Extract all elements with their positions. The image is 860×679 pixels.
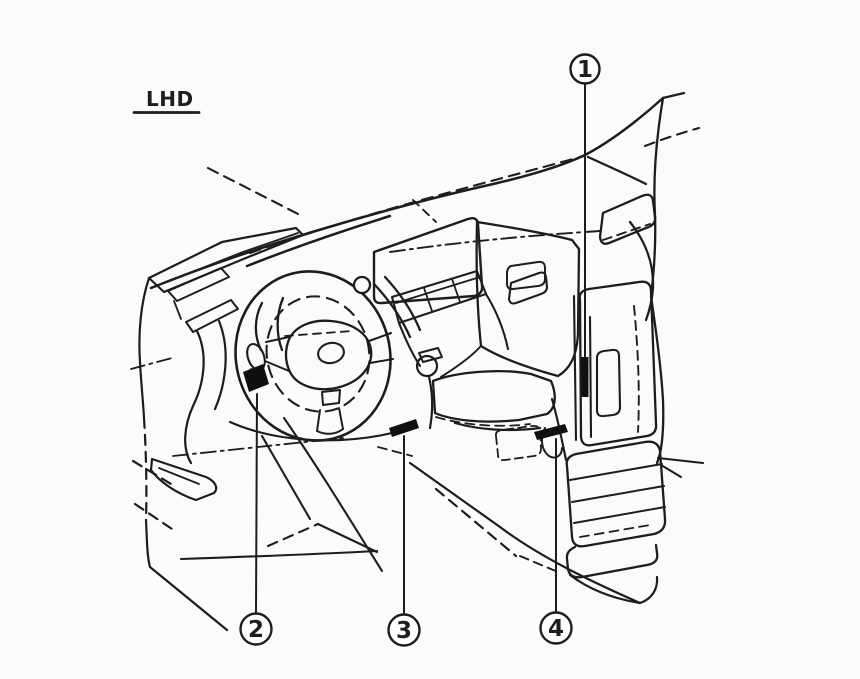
center-vents (390, 269, 549, 368)
callout-4-circle (539, 611, 573, 645)
marker-1-bar (581, 357, 589, 397)
door-pull-pocket (595, 348, 622, 418)
center-display (372, 216, 484, 305)
dashboard-cowl (149, 91, 701, 290)
lhd-text: LHD (146, 87, 194, 111)
door-panel (572, 96, 705, 479)
airbag-hub (284, 319, 373, 391)
callout-2: 2 (239, 364, 273, 646)
left-dash-panel (130, 226, 305, 632)
rear-console-panel (565, 440, 667, 605)
callout-3-circle (387, 613, 421, 647)
marker-4-bar (534, 424, 568, 440)
marker-3-bar (389, 419, 419, 437)
wheel-stalk-knob (352, 275, 372, 295)
callout-2-number: 2 (248, 617, 264, 643)
lhd-label: LHD (132, 87, 201, 114)
leader-line-2 (255, 393, 258, 613)
callout-3-number: 3 (396, 618, 412, 644)
callout-2-circle (239, 612, 273, 646)
front-seat (431, 220, 581, 427)
console-cupholder (494, 424, 542, 462)
callout-3: 3 (387, 419, 421, 647)
seat-cushion (431, 370, 556, 423)
body-side-outline (649, 96, 665, 465)
seat-back (475, 220, 581, 378)
dash-trim-bezel (507, 271, 549, 305)
seat-handle-recess (506, 260, 546, 291)
callout-1-circle (569, 53, 601, 85)
shift-knob (415, 354, 439, 378)
callout-1-number: 1 (577, 57, 593, 83)
door-grip-handle (598, 193, 657, 245)
callout-4-number: 4 (548, 616, 564, 642)
marker-2-bar (243, 364, 269, 392)
callout-1: 1 (569, 53, 601, 397)
steering-wheel (234, 270, 422, 442)
steering-column (254, 301, 264, 352)
callout-4: 4 (534, 424, 573, 645)
